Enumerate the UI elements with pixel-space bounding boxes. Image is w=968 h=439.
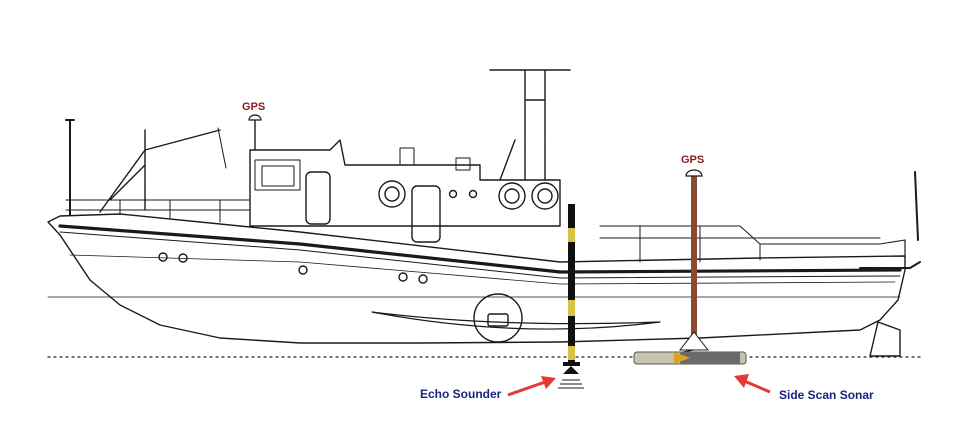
porthole	[468, 189, 478, 199]
bow-crane	[99, 129, 221, 213]
echo-sounder-pole	[558, 204, 584, 389]
gps-mast-label: GPS	[242, 101, 266, 113]
life-ring	[378, 180, 406, 208]
bilge-keel	[371, 311, 661, 330]
gps-antenna-icon	[685, 169, 703, 177]
stern-fender	[859, 261, 921, 269]
sheer-line	[59, 231, 901, 279]
rubbing-strake	[58, 224, 902, 274]
hull-dome	[473, 293, 523, 343]
side-scan-sonar-towfish	[633, 349, 747, 365]
red-arrow-icon	[507, 376, 556, 397]
life-ring	[531, 182, 559, 210]
porthole	[418, 274, 428, 284]
life-ring-inner	[384, 186, 400, 202]
life-ring-inner	[504, 188, 520, 204]
porthole	[298, 265, 308, 275]
aft-rail	[599, 225, 906, 263]
crane-hook	[217, 127, 227, 169]
bow-staff	[65, 119, 75, 216]
hull-outline	[47, 213, 906, 344]
side-scan-sonar-label: Side Scan Sonar	[779, 388, 874, 402]
wheelhouse-door	[305, 171, 331, 225]
deck-equipment	[399, 147, 471, 171]
gps-pole	[678, 169, 710, 351]
red-arrow-icon	[734, 374, 771, 394]
fore-rail	[65, 199, 251, 223]
wheelhouse-window	[254, 159, 301, 191]
gps-pole-label: GPS	[681, 154, 705, 166]
stern-staff	[914, 171, 919, 241]
wheelhouse	[249, 139, 561, 227]
echo-sounder-label: Echo Sounder	[420, 387, 502, 401]
gps-antenna-icon	[248, 114, 262, 150]
rudder	[869, 321, 901, 357]
life-ring-inner	[537, 188, 553, 204]
porthole	[178, 253, 188, 263]
hull-line	[69, 254, 896, 285]
cabin-door	[411, 185, 441, 243]
life-ring	[498, 182, 526, 210]
porthole	[398, 272, 408, 282]
porthole	[158, 252, 168, 262]
mast	[489, 69, 571, 181]
dome-window	[487, 313, 509, 327]
porthole	[448, 189, 458, 199]
